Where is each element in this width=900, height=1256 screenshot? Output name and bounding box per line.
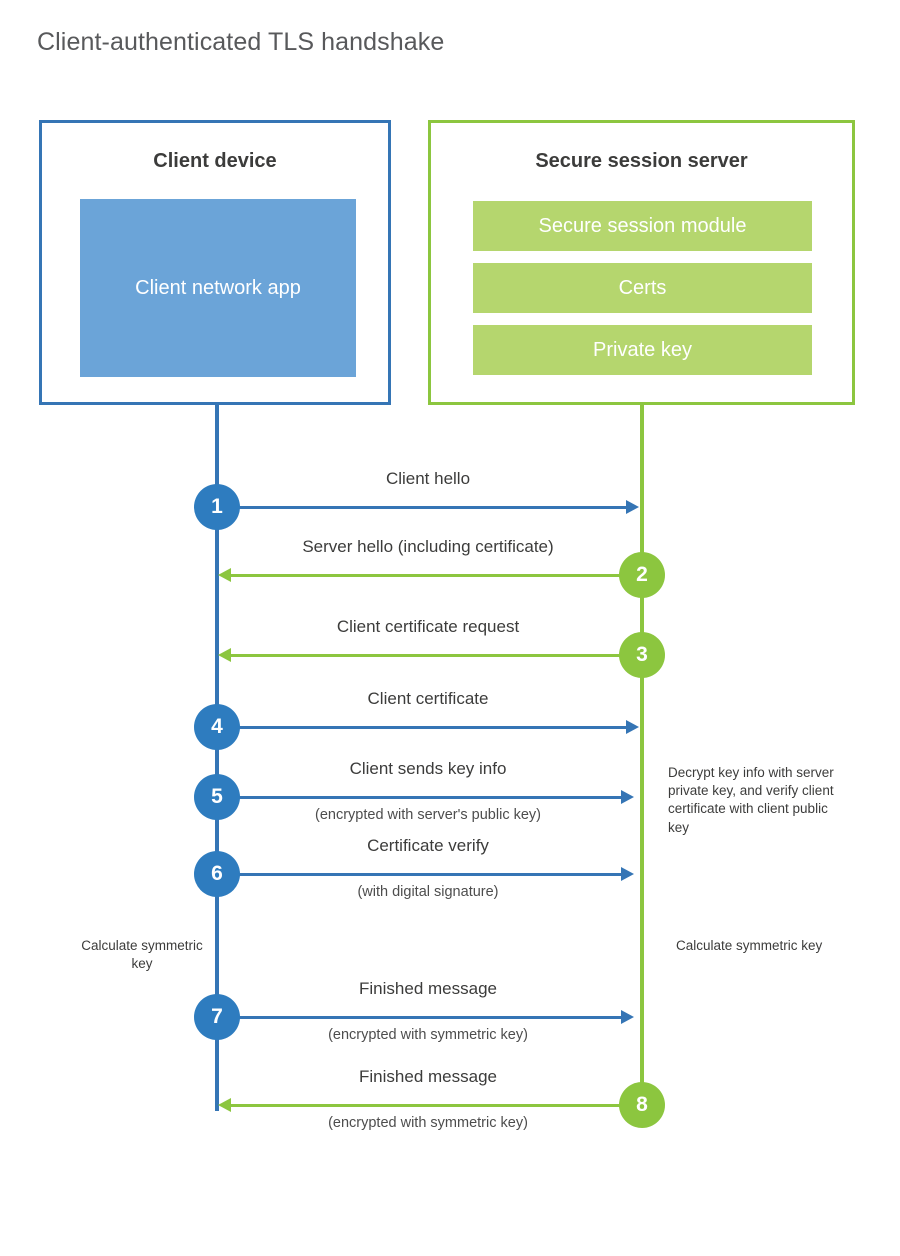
step-badge-3: 3	[619, 632, 665, 678]
message-sublabel-6: (with digital signature)	[357, 884, 499, 900]
arrow-head-2	[218, 568, 231, 582]
message-label-7: Finished message	[359, 979, 497, 998]
step-badge-1: 1	[194, 484, 240, 530]
server-module-private-key: Private key	[473, 325, 812, 375]
message-label-4: Client certificate	[367, 689, 489, 708]
message-label-3: Client certificate request	[336, 617, 520, 636]
server-decrypt-note: Decrypt key info with server private key…	[668, 765, 834, 835]
server-module-secure-session-module: Secure session module	[473, 201, 812, 251]
arrow-head-5	[621, 790, 634, 804]
client-network-app-block: Client network app	[80, 199, 356, 377]
client-calculate-symmetric-key-note: Calculate symmetric key	[81, 938, 203, 972]
arrow-line-2	[231, 574, 642, 577]
client-device-box: Client device Client network app	[39, 120, 391, 405]
message-label-5: Client sends key info	[349, 759, 507, 778]
step-badge-5: 5	[194, 774, 240, 820]
message-label-8: Finished message	[359, 1067, 497, 1086]
step-badge-4: 4	[194, 704, 240, 750]
arrow-line-1	[217, 506, 626, 509]
arrow-head-7	[621, 1010, 634, 1024]
message-label-2: Server hello (including certificate)	[302, 537, 554, 556]
secure-session-server-title: Secure session server	[535, 150, 748, 172]
arrow-line-8	[231, 1104, 642, 1107]
arrow-line-6	[217, 873, 621, 876]
server-module-certs: Certs	[473, 263, 812, 313]
step-badge-2: 2	[619, 552, 665, 598]
arrow-line-5	[217, 796, 621, 799]
server-calculate-symmetric-key-note: Calculate symmetric key	[676, 938, 823, 953]
arrow-line-7	[217, 1016, 621, 1019]
arrow-head-8	[218, 1098, 231, 1112]
arrow-head-3	[218, 648, 231, 662]
step-badge-7: 7	[194, 994, 240, 1040]
secure-session-server-box: Secure session server Secure session mod…	[428, 120, 855, 405]
arrow-line-4	[217, 726, 626, 729]
message-sublabel-7: (encrypted with symmetric key)	[328, 1027, 528, 1043]
message-label-6: Certificate verify	[367, 836, 489, 855]
page-title: Client-authenticated TLS handshake	[37, 28, 445, 56]
message-sublabel-5: (encrypted with server's public key)	[315, 807, 541, 823]
client-device-title: Client device	[153, 150, 277, 172]
arrow-head-6	[621, 867, 634, 881]
step-badge-6: 6	[194, 851, 240, 897]
client-lifeline	[215, 405, 219, 1111]
arrow-head-4	[626, 720, 639, 734]
arrow-head-1	[626, 500, 639, 514]
message-label-1: Client hello	[385, 469, 471, 488]
server-lifeline	[640, 405, 644, 1105]
step-badge-8: 8	[619, 1082, 665, 1128]
arrow-line-3	[231, 654, 642, 657]
message-sublabel-8: (encrypted with symmetric key)	[328, 1115, 528, 1131]
